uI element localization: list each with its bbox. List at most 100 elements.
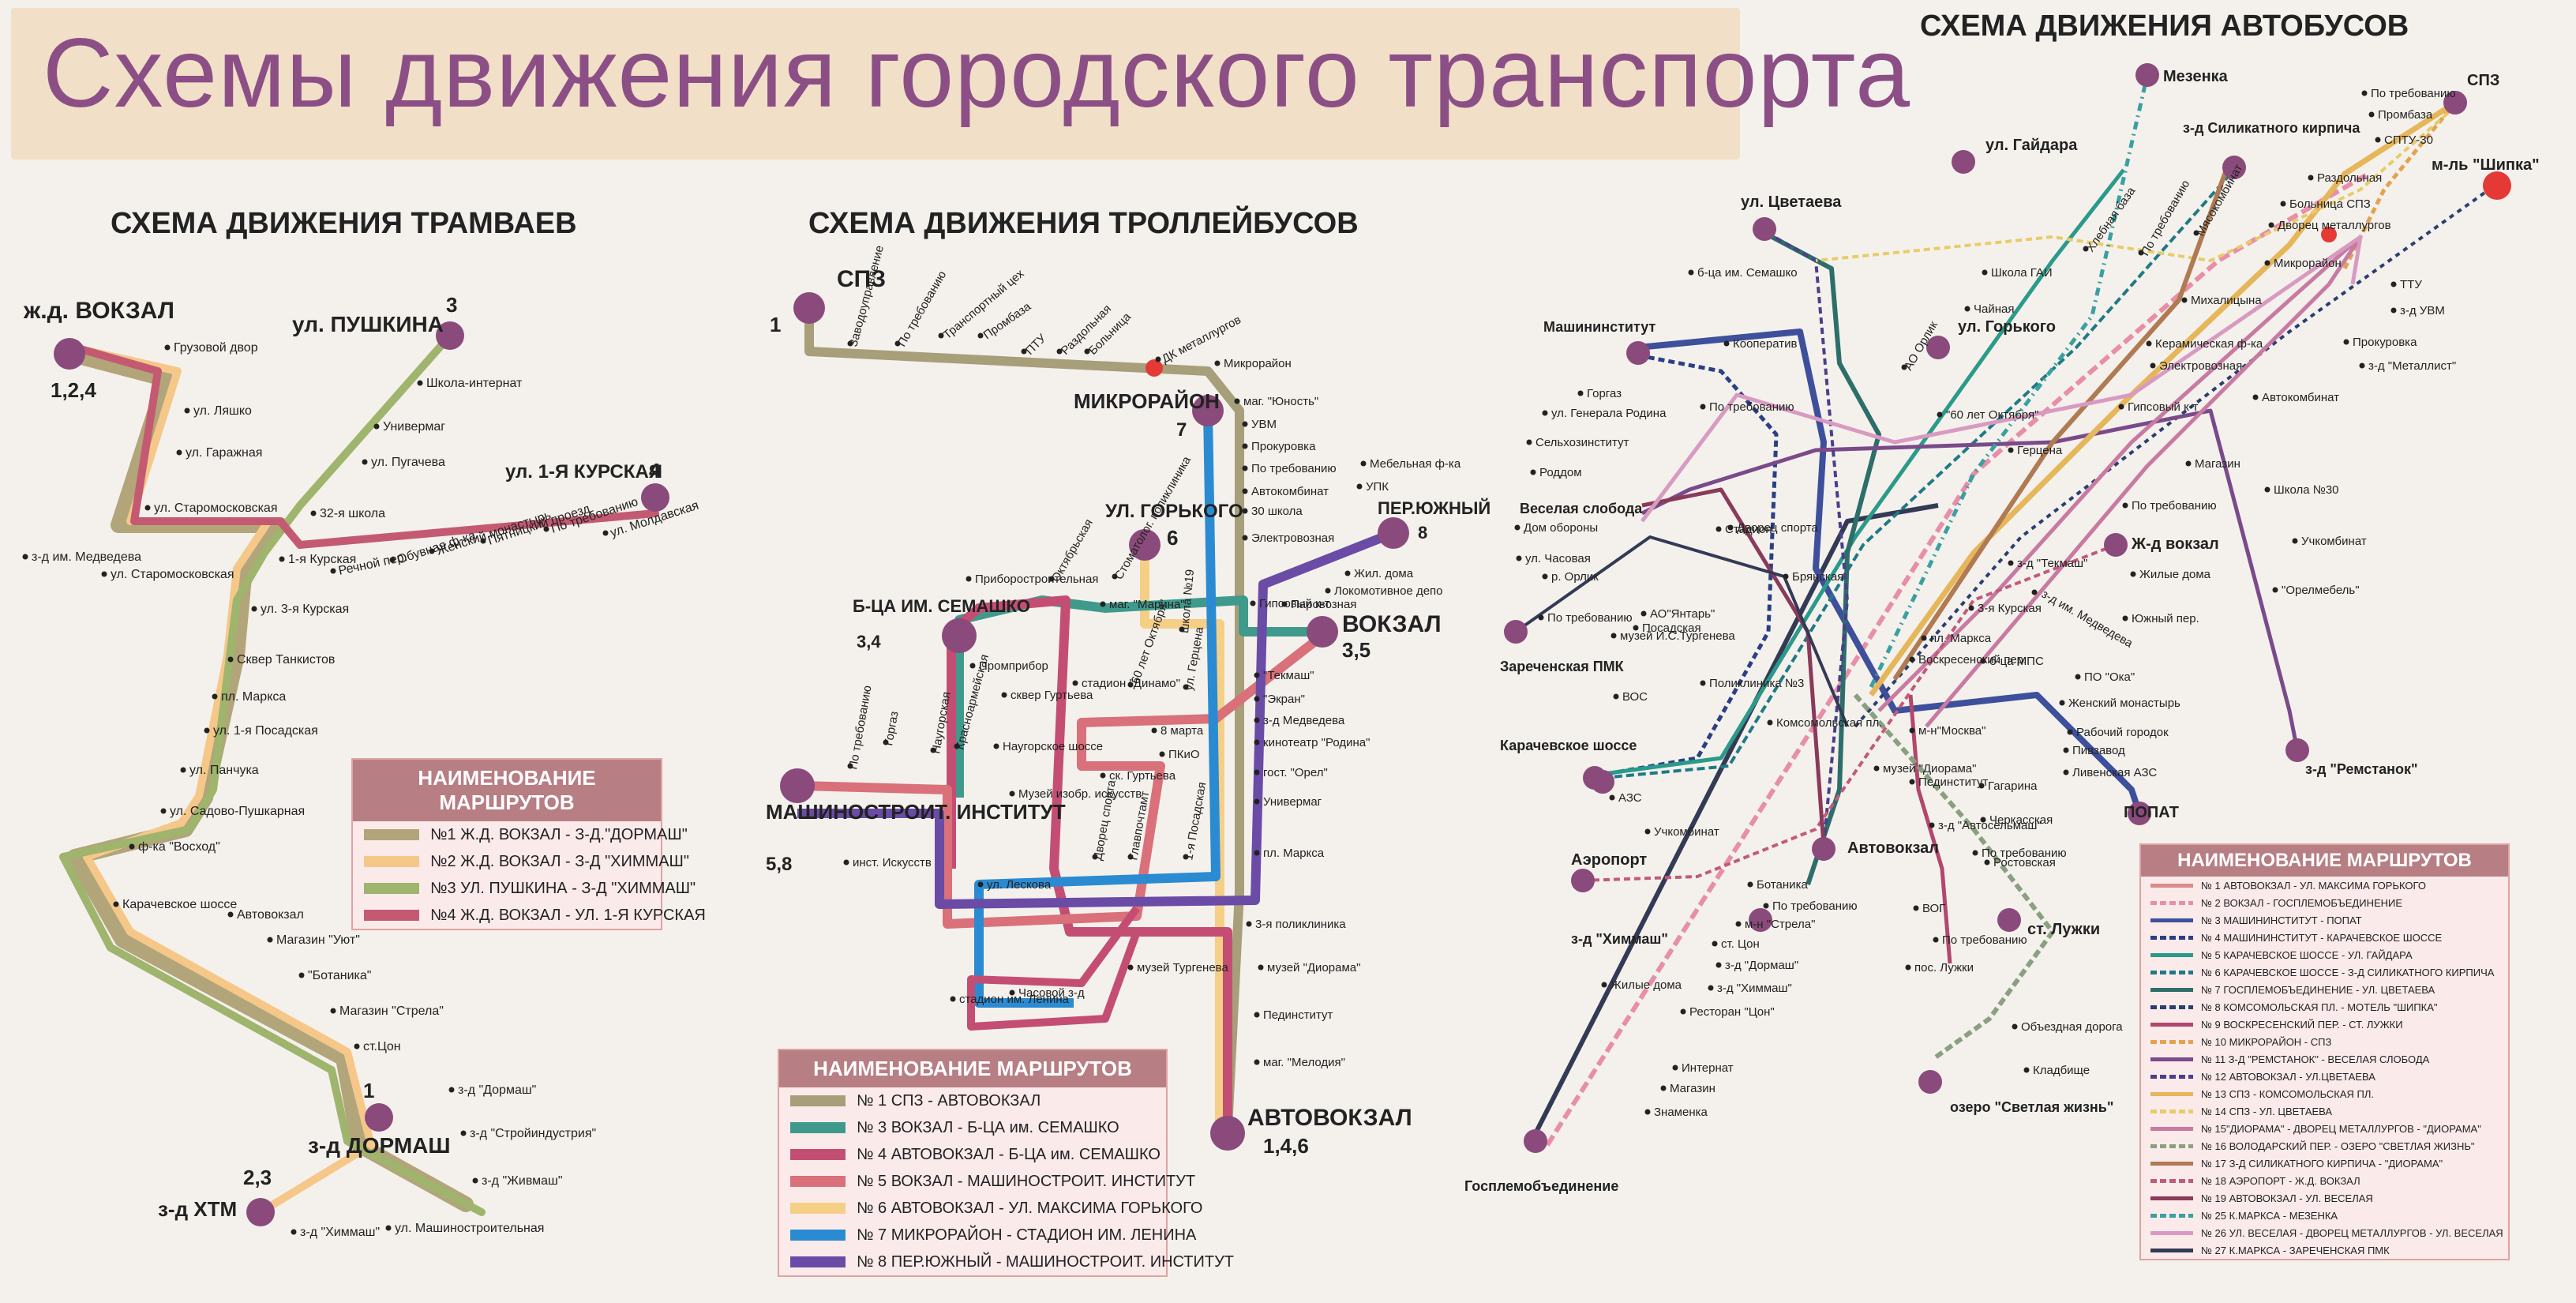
trolley-stop-dot bbox=[1360, 460, 1367, 467]
trolley-legend-label: № 4 АВТОВОКЗАЛ - Б-ЦА им. СЕМАШКО bbox=[857, 1145, 1161, 1163]
bus-stop-label: ст. Цон bbox=[1721, 937, 1760, 951]
bus-legend-label: № 6 КАРАЧЕВСКОЕ ШОССЕ - З-Д СИЛИКАТНОГО … bbox=[2201, 966, 2495, 978]
bus-legend-label: № 9 ВОСКРЕСЕНСКИЙ ПЕР. - СТ. ЛУЖКИ bbox=[2201, 1018, 2403, 1031]
tram-stop-dot bbox=[362, 459, 368, 465]
trolley-stop-dot bbox=[1179, 626, 1185, 633]
bus-stop-dot bbox=[1978, 783, 1985, 789]
tram-stop-dot bbox=[101, 571, 107, 577]
bus-route-19 bbox=[1641, 487, 1826, 846]
bus-route-4 bbox=[1606, 353, 1779, 776]
bus-stop-label: Гипсовый к-т bbox=[2128, 400, 2199, 414]
bus-section-title: СХЕМА ДВИЖЕНИЯ АВТОБУСОВ bbox=[1920, 9, 2409, 43]
bus-stop-dot bbox=[1980, 817, 1986, 823]
tram-term-2: ул. 1-Я КУРСКАЯ bbox=[505, 461, 662, 483]
bus-stop-label: Учкомбинат bbox=[1654, 825, 1719, 839]
trolley-stop-dot bbox=[1100, 772, 1106, 779]
bus-stop-label: 3-я Курская bbox=[1978, 602, 2042, 615]
bus-stop-label: Ливенская АЗС bbox=[2072, 766, 2157, 779]
trolley-stop-label: Приборостроительная bbox=[975, 573, 1098, 586]
bus-stop-dot bbox=[2146, 340, 2152, 347]
bus-stop-label: з-д "Дормаш" bbox=[1725, 959, 1798, 972]
bus-stop-dot bbox=[1530, 469, 1536, 475]
bus-route-18 bbox=[1582, 543, 2117, 882]
trolley-term-5: ВОКЗАЛ bbox=[1342, 611, 1442, 637]
bus-legend-label: № 12 АВТОВОКЗАЛ - УЛ.ЦВЕТАЕВА bbox=[2201, 1070, 2375, 1083]
trolley-stop-dot bbox=[1127, 964, 1134, 971]
trolley-stop-dot bbox=[1092, 854, 1098, 860]
bus-stop-label: СПТУ-30 bbox=[2384, 133, 2433, 147]
trolley-stop-label: Заводоуправление bbox=[846, 244, 887, 348]
bus-stop-label: ПО "Ока" bbox=[2084, 670, 2135, 684]
bus-stop-label: Магазин bbox=[1670, 1082, 1715, 1095]
bus-stop-label: Черкасская bbox=[1989, 813, 2053, 827]
bus-stop-dot bbox=[1610, 633, 1617, 639]
bus-stop-label: музей "Диорама" bbox=[1883, 762, 1976, 775]
trolley-stop-label: маг. "Юность" bbox=[1243, 395, 1318, 408]
bus-route-8 bbox=[1854, 184, 2496, 728]
tram-stop-label: 32-я школа bbox=[320, 507, 385, 520]
bus-terminal-himmash bbox=[1749, 908, 1772, 932]
bus-stop-label: з-д УВМ bbox=[2400, 304, 2445, 317]
bus-stop-label: Михалицына bbox=[2191, 294, 2262, 307]
bus-stop-label: Хлебная база bbox=[2083, 184, 2138, 254]
bus-legend-label: № 3 МАШИНИНСТИТУТ - ПОПАТ bbox=[2201, 914, 2362, 926]
tram-legend-item: №2 Ж.Д. ВОКЗАЛ - З-Д "ХИММАШ" bbox=[353, 848, 689, 875]
trolley-stop-label: Часовой з-д bbox=[1018, 986, 1085, 1000]
tram-term-3-num: 1 bbox=[363, 1079, 374, 1102]
bus-legend-swatch bbox=[2150, 1126, 2193, 1131]
tram-route-3 bbox=[59, 332, 486, 1216]
trolley-stop-dot bbox=[1254, 850, 1260, 856]
tram-stop-dot bbox=[129, 843, 135, 850]
trolley-legend-label: № 3 ВОКЗАЛ - Б-ЦА им. СЕМАШКО bbox=[857, 1118, 1119, 1136]
bus-route-9 bbox=[1908, 694, 1952, 964]
bus-stop-dot bbox=[2067, 729, 2073, 735]
bus-stop-dot bbox=[1727, 524, 1734, 531]
trolley-legend-swatch bbox=[790, 1176, 846, 1187]
bus-terminal-aeroport bbox=[1571, 869, 1595, 892]
trolley-route-6 bbox=[1140, 545, 1224, 1129]
trolley-legend-swatch bbox=[790, 1149, 846, 1160]
bus-legend-swatch bbox=[2150, 1213, 2193, 1218]
bus-legend-label: № 5 КАРАЧЕВСКОЕ ШОССЕ - УЛ. ГАЙДАРА bbox=[2201, 948, 2413, 961]
bus-stop-dot bbox=[2075, 674, 2081, 680]
tram-legend-heading: НАИМЕНОВАНИЕ МАРШРУТОВ bbox=[353, 760, 661, 821]
trolley-term-4: Б-ЦА ИМ. СЕМАШКО bbox=[853, 596, 1030, 616]
bus-stop-dot bbox=[1763, 903, 1769, 909]
trolley-stop-label: Локомотивное депо bbox=[1334, 584, 1443, 598]
trolley-term-3: ПЕР.ЮЖНЫЙ bbox=[1378, 498, 1490, 518]
trolley-stop-label: Универмаг bbox=[1263, 795, 1322, 809]
trolley-term-3-num: 8 bbox=[1418, 523, 1427, 543]
trolley-stop-label: УПК bbox=[1366, 480, 1389, 494]
bus-term-16: з-д "Химмаш" bbox=[1571, 931, 1668, 947]
trolley-terminal-mashinst bbox=[780, 768, 815, 803]
tram-term-3: з-д ДОРМАШ bbox=[308, 1133, 451, 1158]
trolley-stop-dot bbox=[1254, 739, 1260, 745]
trolley-stop-dot bbox=[1009, 790, 1015, 797]
trolley-stop-dot bbox=[1100, 601, 1106, 607]
bus-stop-dot bbox=[1577, 390, 1584, 396]
bus-stop-label: з-д "Химмаш" bbox=[1717, 982, 1792, 995]
bus-stop-dot bbox=[2343, 339, 2349, 345]
trolley-stop-label: Автокомбинат bbox=[1251, 485, 1329, 498]
bus-stop-label: Воскресенский пер. bbox=[1918, 653, 2027, 667]
bus-stop-label: Дом обороны bbox=[1524, 521, 1598, 535]
tram-stop-dot bbox=[160, 808, 167, 814]
trolley-stop-dot bbox=[977, 332, 984, 339]
trolley-stop-label: Промприбор bbox=[979, 659, 1048, 673]
tram-stop-dot bbox=[389, 557, 396, 563]
trolley-stop-dot bbox=[1254, 717, 1260, 723]
trolley-route-8 bbox=[797, 528, 1396, 909]
bus-stop-label: Рабочий городок bbox=[2076, 726, 2169, 739]
bus-legend-swatch bbox=[2150, 1230, 2193, 1235]
trolley-stop-dot bbox=[1254, 798, 1260, 805]
bus-route-14 bbox=[1815, 105, 2457, 262]
trolley-stop-dot bbox=[1009, 989, 1015, 996]
bus-stop-label: Кладбище bbox=[2033, 1064, 2090, 1077]
trolley-stop-dot bbox=[1254, 672, 1260, 678]
bus-stop-label: Объездная дорога bbox=[2021, 1020, 2123, 1034]
bus-terminal-luzhki bbox=[1997, 908, 2021, 932]
bus-legend-label: № 10 МИКРОРАЙОН - СПЗ bbox=[2201, 1035, 2332, 1048]
tram-legend-swatch bbox=[364, 883, 419, 894]
trolley-terminal-spz bbox=[793, 292, 825, 324]
trolley-term-7-num: 1,4,6 bbox=[1263, 1134, 1309, 1158]
